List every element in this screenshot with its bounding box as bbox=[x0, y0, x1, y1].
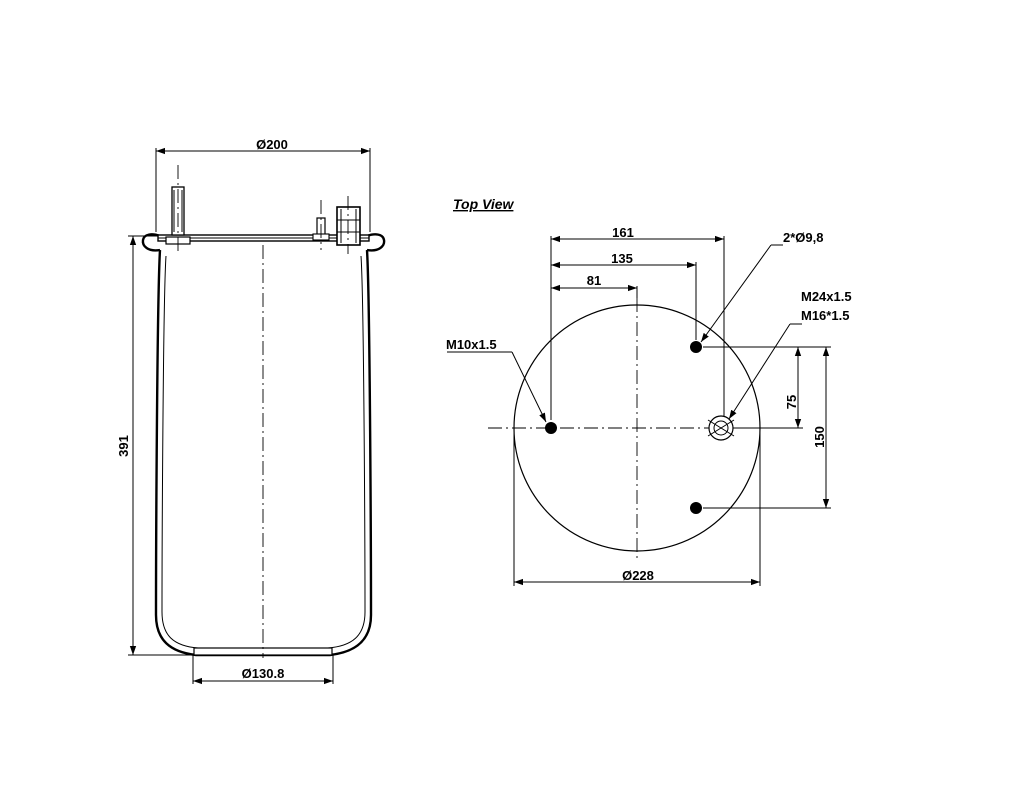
dimension-150: 150 bbox=[703, 346, 831, 509]
bellows-outline bbox=[154, 249, 373, 657]
mount-hole-lower bbox=[690, 502, 702, 514]
stud-callout: M10x1.5 bbox=[446, 337, 547, 423]
bottom-diameter-label: Ø130.8 bbox=[242, 666, 285, 681]
dim-81-label: 81 bbox=[587, 273, 601, 288]
bead-roll-left bbox=[141, 233, 161, 252]
dimension-bottom-diameter: Ø130.8 bbox=[192, 655, 334, 685]
top-diameter-label: Ø200 bbox=[256, 137, 288, 152]
air-port-fitting bbox=[336, 196, 361, 254]
top-view: Top View 161 135 bbox=[446, 196, 852, 586]
bellows-inner-outline bbox=[161, 255, 366, 649]
stud-hole-m10 bbox=[545, 422, 557, 434]
height-label: 391 bbox=[116, 435, 131, 457]
stud-callout-label: M10x1.5 bbox=[446, 337, 497, 352]
top-view-title: Top View bbox=[453, 196, 515, 212]
dimension-161: 161 bbox=[551, 225, 724, 243]
dim-150-label: 150 bbox=[812, 426, 827, 448]
dimension-81: 81 bbox=[551, 273, 637, 292]
dim-75-label: 75 bbox=[784, 395, 799, 409]
dimension-135: 135 bbox=[551, 251, 696, 269]
small-stud bbox=[312, 200, 330, 250]
plate-diameter-label: Ø228 bbox=[622, 568, 654, 583]
stud-bolt bbox=[165, 165, 191, 252]
dim-135-label: 135 bbox=[611, 251, 633, 266]
holes-callout: 2*Ø9,8 bbox=[700, 230, 823, 343]
mount-hole-upper bbox=[690, 341, 702, 353]
air-port-symbol bbox=[707, 415, 735, 441]
port-label-m24: M24x1.5 bbox=[801, 289, 852, 304]
dim-161-label: 161 bbox=[612, 225, 634, 240]
bead-roll-right bbox=[366, 233, 386, 252]
side-view: Ø200 391 Ø130.8 bbox=[116, 137, 386, 685]
port-label-m16: M16*1.5 bbox=[801, 308, 849, 323]
dimension-plate-diameter: Ø228 bbox=[513, 428, 761, 586]
dimension-top-diameter: Ø200 bbox=[155, 137, 371, 232]
dimension-height: 391 bbox=[116, 235, 196, 656]
port-callout: M24x1.5 M16*1.5 bbox=[728, 289, 852, 420]
dimension-75: 75 bbox=[703, 346, 803, 429]
holes-callout-label: 2*Ø9,8 bbox=[783, 230, 823, 245]
